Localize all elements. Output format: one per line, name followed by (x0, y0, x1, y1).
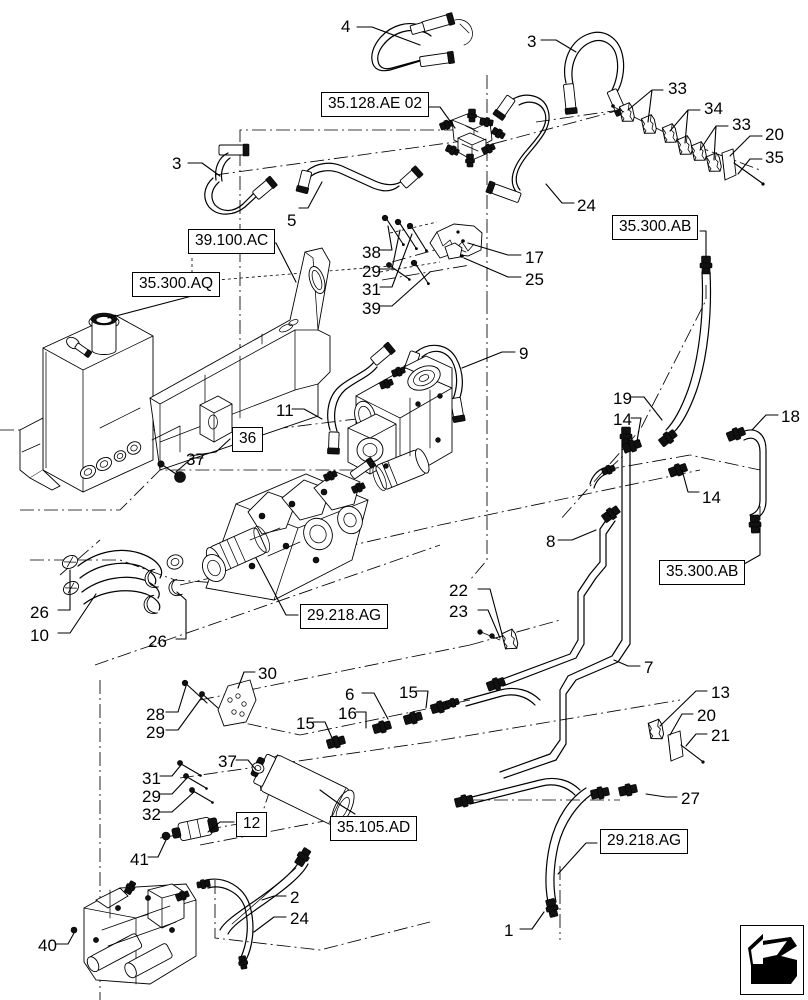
phantom-centerlines (0, 75, 761, 1000)
callout-31-b: 31 (142, 769, 161, 788)
callout-16: 16 (338, 704, 357, 723)
callout-40: 40 (38, 936, 57, 955)
hose-3-top (563, 31, 628, 117)
callout-37-b: 37 (218, 752, 237, 771)
chassis-frame (99, 247, 331, 471)
hose-24 (485, 94, 550, 203)
callout-21: 21 (711, 726, 730, 745)
callout-7: 7 (644, 658, 654, 677)
callout-24-bottom: 24 (290, 909, 309, 928)
fastener-37-upper (157, 460, 186, 483)
reference-box-29-218-ag-lower[interactable]: 29.218.AG (600, 829, 689, 854)
callout-29-c: 29 (142, 787, 161, 806)
orientation-arrow-logo (740, 925, 804, 995)
callout-13: 13 (711, 683, 730, 702)
callout-26-a: 26 (30, 603, 49, 622)
reference-box-35-300-aq[interactable]: 35.300.AQ (132, 272, 221, 297)
callout-26-b: 26 (148, 632, 167, 651)
hose-4 (371, 12, 473, 72)
bracket-group-upper-right (611, 101, 765, 186)
hydrostatic-pump (347, 355, 453, 491)
callout-2: 2 (290, 888, 300, 907)
callout-9: 9 (519, 344, 529, 363)
reference-box-35-300-ab-upper[interactable]: 35.300.AB (612, 215, 699, 240)
hose-18 (725, 424, 767, 534)
callout-3-top: 3 (527, 32, 537, 51)
callout-14-a: 14 (613, 410, 632, 429)
reference-box-35-105-ad[interactable]: 35.105.AD (330, 816, 418, 841)
callout-30: 30 (258, 664, 277, 683)
tube-15-right (463, 687, 541, 707)
hose-3-left (204, 143, 278, 215)
callout-10: 10 (30, 626, 49, 645)
reference-box-29-218-ag-upper[interactable]: 29.218.AG (300, 604, 389, 629)
callout-28: 28 (146, 705, 165, 724)
callout-22: 22 (449, 581, 468, 600)
reference-box-36[interactable]: 36 (232, 427, 264, 452)
tube-8 (485, 503, 623, 694)
callout-39: 39 (362, 299, 381, 318)
callout-38: 38 (362, 243, 381, 262)
hose-24-bottom (196, 878, 254, 970)
callout-5: 5 (287, 211, 297, 230)
callout-35: 35 (765, 148, 784, 167)
bracket-17-25 (429, 223, 483, 260)
callout-6: 6 (345, 685, 355, 704)
callout-20-a: 20 (765, 125, 784, 144)
callout-20-b: 20 (697, 706, 716, 725)
plate-30 (181, 679, 257, 727)
callout-37-a: 37 (186, 450, 205, 469)
reference-box-35-128-ae-02[interactable]: 35.128.AE 02 (321, 92, 429, 117)
callout-19: 19 (613, 389, 632, 408)
callout-18: 18 (781, 407, 800, 426)
hose-2 (219, 845, 314, 935)
callout-17: 17 (525, 248, 544, 267)
hose-19-assembly (589, 255, 713, 489)
reference-box-35-300-ab-lower[interactable]: 35.300.AB (659, 560, 746, 585)
tube-7 (499, 426, 633, 779)
leader-lines (55, 26, 779, 945)
reference-box-12[interactable]: 12 (236, 812, 268, 837)
fasteners-38-29-31-39 (381, 214, 430, 285)
manifold-block (438, 108, 507, 168)
callout-23: 23 (449, 602, 468, 621)
callout-33-b: 33 (732, 115, 751, 134)
callout-15-b: 15 (296, 714, 315, 733)
hose-11 (327, 341, 396, 455)
hose-5 (295, 162, 424, 195)
callout-3-left: 3 (172, 154, 182, 173)
callout-31-a: 31 (362, 280, 381, 299)
refbox-leader-lines (107, 106, 761, 875)
suction-hoses-10 (62, 549, 184, 615)
hydraulic-reservoir (19, 312, 154, 493)
callout-14-b: 14 (702, 488, 721, 507)
valve-12 (161, 816, 219, 842)
callout-27: 27 (681, 789, 700, 808)
callout-1: 1 (504, 921, 514, 940)
callout-24-top: 24 (577, 196, 596, 215)
callout-29-b: 29 (146, 723, 165, 742)
callout-33-a: 33 (668, 79, 687, 98)
hose-1 (543, 787, 593, 919)
control-valve-block (70, 879, 197, 985)
callout-32: 32 (142, 805, 161, 824)
reference-box-39-100-ac[interactable]: 39.100.AC (188, 229, 276, 254)
clamp-13-20-21 (647, 718, 705, 764)
callout-34: 34 (704, 99, 723, 118)
callout-8: 8 (546, 532, 556, 551)
callout-29-a: 29 (362, 262, 381, 281)
callout-25: 25 (525, 270, 544, 289)
clamp-22-23 (477, 628, 520, 652)
callout-4: 4 (341, 17, 351, 36)
tube-lower-right (453, 777, 639, 810)
callout-11: 11 (276, 401, 294, 420)
callout-15-a: 15 (399, 683, 418, 702)
arrow-icon (748, 934, 797, 984)
callout-41: 41 (130, 850, 149, 869)
pump-stack-assembly (201, 457, 377, 601)
